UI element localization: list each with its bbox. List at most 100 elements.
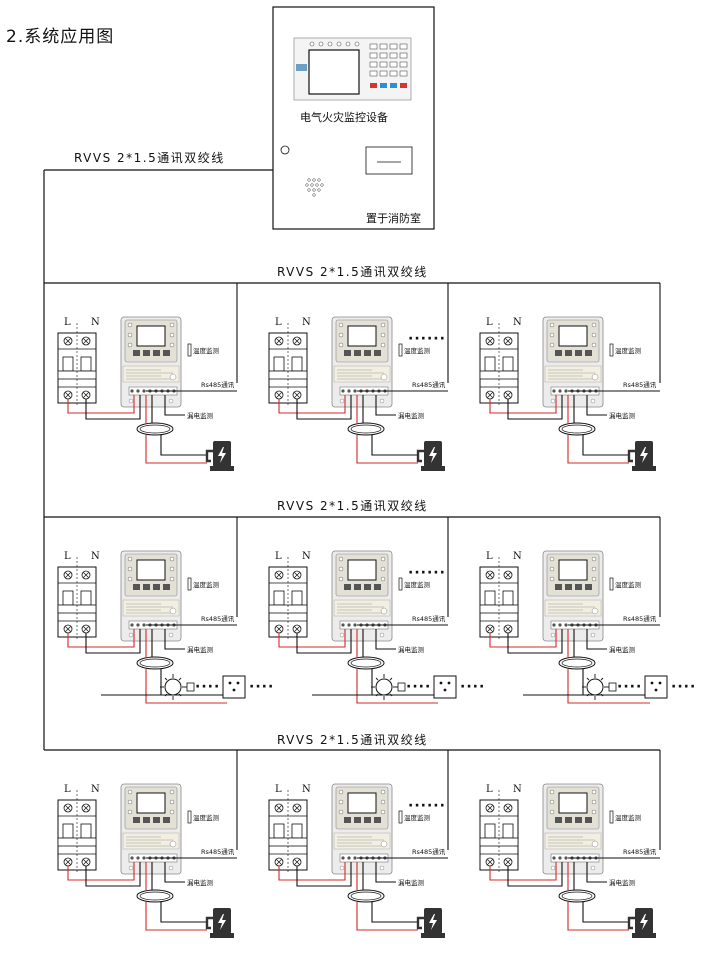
device-row: ······: [236, 517, 661, 617]
display-screen: [558, 559, 588, 581]
line-label: L: [64, 784, 71, 795]
indicator-led: [169, 322, 175, 328]
circuit-breaker: [268, 323, 308, 407]
function-key: [364, 350, 371, 356]
current-transformer: [347, 422, 385, 436]
leakage-label: 漏电监测: [398, 878, 425, 887]
indicator-led: [338, 342, 344, 348]
display-screen: [347, 325, 377, 347]
line-label: L: [486, 317, 493, 328]
circuit-breaker: [268, 557, 308, 641]
circuit-breaker: [268, 790, 308, 874]
indicator-led: [380, 566, 386, 572]
power-socket-icon: [433, 675, 457, 699]
current-transformer: [347, 889, 385, 903]
indicator-led: [338, 322, 344, 328]
rating-label: [122, 365, 180, 383]
indicator-led: [127, 332, 133, 338]
indicator-led: [549, 576, 555, 582]
function-key: [555, 350, 562, 356]
temperature-label: 温度监测: [193, 346, 220, 355]
function-key: [344, 350, 351, 356]
neutral-label: N: [302, 784, 311, 795]
indicator-led: [591, 322, 597, 328]
leakage-monitor-module: [542, 783, 604, 875]
ellipsis-text: ····: [617, 679, 642, 695]
neutral-label: N: [513, 784, 522, 795]
circuit-breaker: [57, 790, 97, 874]
temperature-probe: [609, 810, 614, 824]
indicator-led: [549, 809, 555, 815]
ev-charger-icon: [205, 441, 234, 471]
temperature-probe: [398, 577, 403, 591]
lamp-icon: ····: [160, 674, 219, 700]
temperature-label: 温度监测: [404, 813, 431, 822]
indicator-led: [591, 342, 597, 348]
function-key: [575, 350, 582, 356]
leakage-label: 漏电监测: [187, 411, 214, 420]
function-key: [344, 817, 351, 823]
indicator-led: [338, 799, 344, 805]
display-screen: [136, 325, 166, 347]
device-row: ······: [236, 750, 661, 850]
leakage-monitor-module: [331, 783, 393, 875]
ev-charger-icon: [627, 441, 656, 471]
function-key: [153, 584, 160, 590]
ev-charger-icon: [416, 441, 445, 471]
bus-label: RVVS 2*1.5通讯双绞线: [277, 498, 428, 513]
current-transformer: [136, 422, 174, 436]
display-screen: [558, 325, 588, 347]
indicator-led: [169, 556, 175, 562]
temperature-probe: [187, 343, 192, 357]
indicator-led: [338, 566, 344, 572]
rs485-label: Rs485通讯: [412, 614, 446, 623]
line-label: L: [64, 317, 71, 328]
temperature-probe: [609, 577, 614, 591]
indicator-led: [338, 332, 344, 338]
function-key: [133, 584, 140, 590]
diagram-title: 2.系统应用图: [6, 27, 114, 47]
temperature-label: 温度监测: [404, 580, 431, 589]
temperature-probe: [398, 343, 403, 357]
indicator-led: [338, 809, 344, 815]
function-key: [565, 817, 572, 823]
indicator-led: [380, 789, 386, 795]
temperature-label: 温度监测: [615, 813, 642, 822]
current-transformer: [136, 656, 174, 670]
display-screen: [558, 792, 588, 814]
indicator-led: [380, 576, 386, 582]
bus-label: RVVS 2*1.5通讯双绞线: [277, 264, 428, 279]
main-bus: [43, 169, 660, 751]
function-key: [163, 817, 170, 823]
leakage-monitor-module: [542, 550, 604, 642]
neutral-label: N: [302, 317, 311, 328]
rating-label: [333, 832, 391, 850]
indicator-led: [380, 322, 386, 328]
current-transformer: [558, 656, 596, 670]
speaker-icon: [305, 178, 324, 197]
function-key: [354, 350, 361, 356]
indicator-led: [549, 799, 555, 805]
panel-status-leds: [370, 83, 407, 88]
indicator-led: [127, 556, 133, 562]
lamp-icon: ····: [371, 674, 430, 700]
indicator-led: [169, 566, 175, 572]
indicator-led: [591, 332, 597, 338]
leakage-label: 漏电监测: [398, 411, 425, 420]
indicator-led: [591, 799, 597, 805]
indicator-led: [338, 576, 344, 582]
temperature-probe: [187, 577, 192, 591]
circuit-breaker: [57, 323, 97, 407]
display-screen: [136, 559, 166, 581]
power-socket-icon: [644, 675, 668, 699]
rs485-label: Rs485通讯: [201, 847, 235, 856]
line-label: L: [275, 317, 282, 328]
function-key: [374, 817, 381, 823]
indicator-led: [380, 332, 386, 338]
indicator-led: [338, 789, 344, 795]
